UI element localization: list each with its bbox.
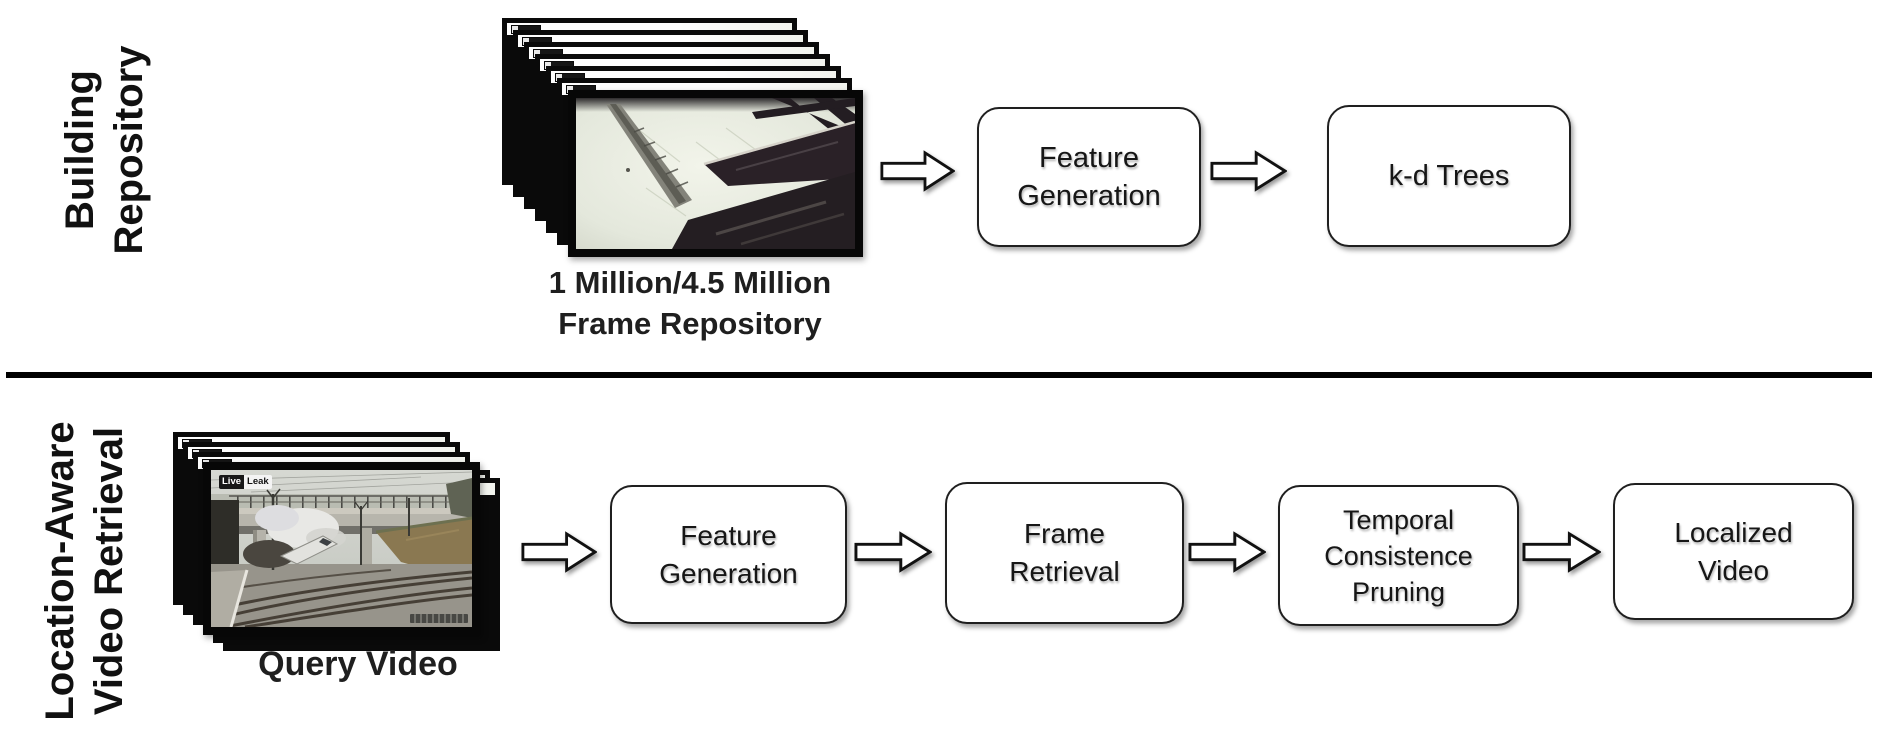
localized-video-box: Localized Video	[1613, 483, 1854, 620]
box-line: Retrieval	[1009, 556, 1120, 587]
flow-arrow	[521, 530, 597, 574]
section-divider	[6, 372, 1872, 378]
repository-caption-line2: Frame Repository	[558, 306, 822, 341]
flow-arrow	[880, 149, 955, 193]
flow-arrow	[1210, 149, 1287, 193]
box-line: Frame	[1024, 518, 1105, 549]
box-line: k-d Trees	[1388, 160, 1510, 192]
box-line: Feature	[1039, 142, 1139, 174]
temporal-consistence-pruning-box: Temporal Consistence Pruning	[1278, 485, 1519, 626]
liveleak-part1: Live	[219, 475, 245, 489]
side-label-line: Location-Aware	[38, 421, 82, 721]
flow-arrow	[854, 530, 932, 574]
side-label-line: Video Retrieval	[87, 426, 131, 716]
liveleak-part2: Leak	[244, 475, 272, 489]
query-video-caption: Query Video	[188, 644, 528, 684]
location-aware-retrieval-label: Location-Aware Video Retrieval	[33, 401, 137, 741]
box-line: Temporal	[1342, 504, 1455, 535]
repository-caption: 1 Million/4.5 Million Frame Repository	[470, 262, 910, 344]
flow-arrow	[1522, 530, 1601, 574]
feature-generation-box-bottom: Feature Generation	[610, 485, 847, 624]
feature-generation-box-top: Feature Generation	[977, 107, 1201, 247]
liveleak-watermark: Live Leak	[219, 475, 272, 489]
box-line: Consistence	[1324, 540, 1473, 571]
box-line: Video	[1697, 554, 1770, 586]
building-repository-label: Building Repository	[53, 10, 157, 290]
box-line: Generation	[659, 557, 798, 589]
query-caption-line: Query Video	[258, 645, 458, 683]
repository-video-image	[576, 98, 855, 249]
box-line: Generation	[1017, 180, 1161, 212]
timestamp-overlay	[410, 614, 468, 623]
box-line: Localized	[1674, 516, 1793, 548]
frame-retrieval-box: Frame Retrieval	[945, 482, 1184, 624]
repository-caption-line1: 1 Million/4.5 Million	[548, 265, 832, 300]
box-line: Feature	[680, 519, 777, 551]
box-line: Pruning	[1351, 576, 1446, 607]
query-video-image	[211, 470, 472, 627]
repository-front-frame	[568, 90, 863, 257]
kd-trees-box: k-d Trees	[1327, 105, 1571, 247]
side-label-line: Building	[58, 70, 102, 230]
side-label-line: Repository	[107, 45, 151, 255]
flow-arrow	[1188, 530, 1266, 574]
query-front-frame: Live Leak	[203, 462, 480, 635]
